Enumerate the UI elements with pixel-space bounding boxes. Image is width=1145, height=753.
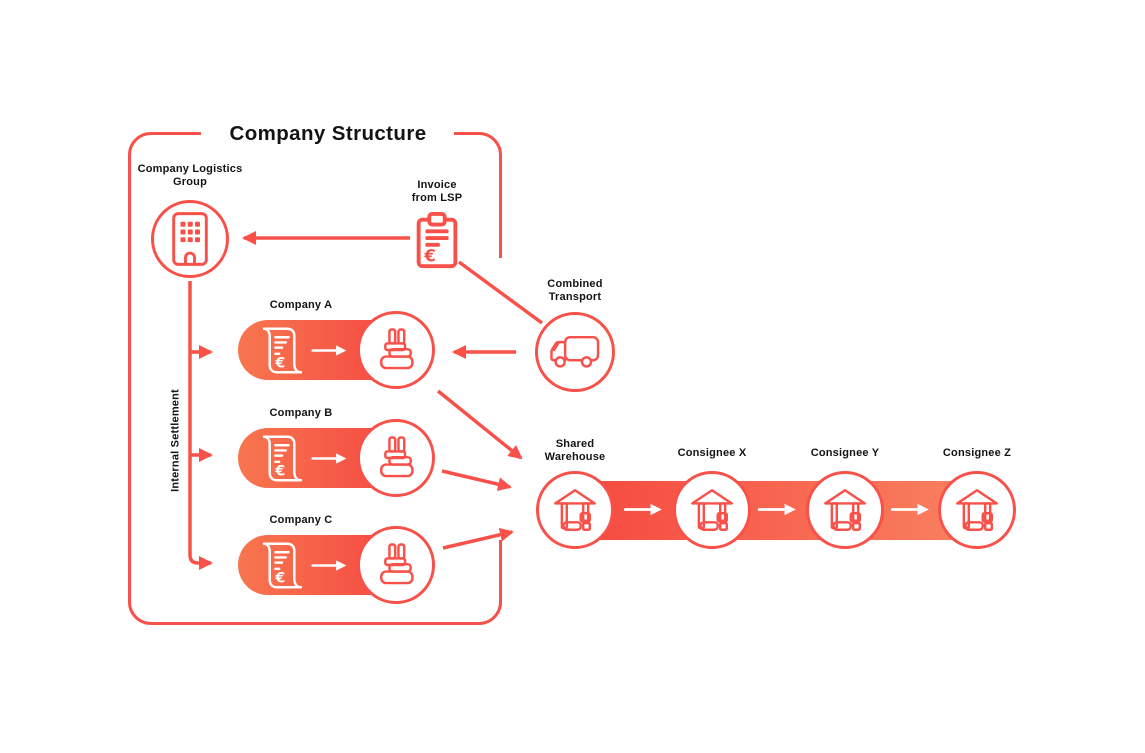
company-b-factory-node [357,419,435,497]
consignee-y-node [806,471,884,549]
company-a-factory-node [357,311,435,389]
arrow-companyB-to-warehouse [441,469,512,492]
settlement-trunk [188,281,213,570]
factory-icon [373,327,419,373]
arrow-right-icon [757,502,799,517]
logistics-group-node [151,200,229,278]
truck-icon [547,332,603,372]
arrow-right-icon [311,451,349,466]
logistics-group-label: Company Logistics Group [137,163,243,189]
warehouse-icon [552,487,598,533]
factory-icon [373,542,419,588]
consignee-x-node [673,471,751,549]
consignee-y-label: Consignee Y [810,447,880,459]
invoice-scroll-euro-icon [262,539,302,592]
consignee-z-node [938,471,1016,549]
arrow-companyC-to-warehouse [442,527,514,550]
transport-label: Combined Transport [547,278,603,304]
invoice-label: Invoice from LSP [411,179,463,205]
warehouse-icon [822,487,868,533]
arrow-right-icon [890,502,932,517]
company-a-label: Company A [269,299,333,311]
diagram-title: Company Structure [202,120,454,148]
consignee-z-label: Consignee Z [942,447,1012,459]
arrow-right-icon [623,502,665,517]
warehouse-icon [954,487,1000,533]
clipboard-euro-icon [413,212,461,270]
invoice-scroll-euro-icon [262,324,302,377]
company-c-label: Company C [269,514,333,526]
shared-warehouse-node [536,471,614,549]
warehouse-icon [689,487,735,533]
building-icon [168,210,212,268]
transport-node [535,312,615,392]
invoice-node [413,212,461,270]
invoice-scroll-euro-icon [262,432,302,485]
internal-settlement-label: Internal Settlement [169,389,182,492]
consignee-x-label: Consignee X [677,447,747,459]
arrow-companyA-to-warehouse [436,389,523,460]
company-c-factory-node [357,526,435,604]
shared-warehouse-label: Shared Warehouse [544,438,606,464]
arrow-right-icon [311,343,349,358]
factory-icon [373,435,419,481]
company-b-label: Company B [269,407,333,419]
arrow-right-icon [311,558,349,573]
